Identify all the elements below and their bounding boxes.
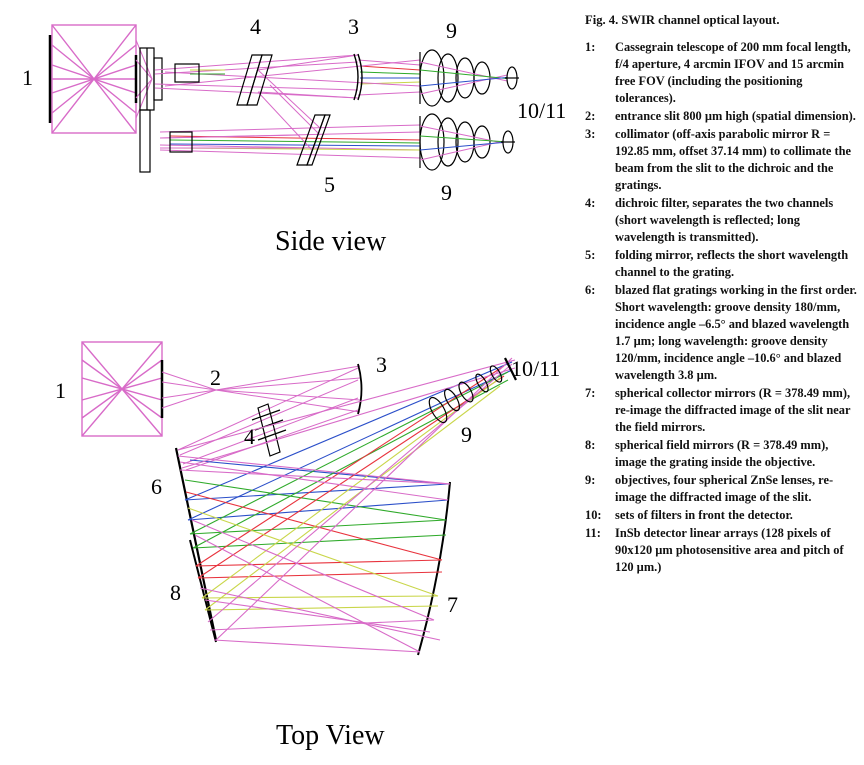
side-objective-lower: [419, 113, 491, 171]
side-telescope: [48, 24, 138, 134]
optical-layout-diagram: 1 4 3 9 10/11 5 9 Side view: [22, 14, 566, 751]
top-dichroic: [251, 403, 287, 457]
caption-item-text: blazed flat gratings working in the firs…: [615, 283, 857, 382]
side-folding-mirror: [296, 114, 331, 166]
side-label-5: 5: [324, 172, 335, 197]
top-label-4: 4: [244, 424, 255, 449]
top-field-mirror: [189, 539, 217, 643]
top-label-9: 9: [461, 422, 472, 447]
caption-item: 4: dichroic filter, separates the two cha…: [585, 195, 857, 246]
caption-item: 9: objectives, four spherical ZnSe lenses…: [585, 472, 857, 506]
caption-item: 11: InSb detector linear arrays (128 pixe…: [585, 525, 857, 576]
caption-item: 5: folding mirror, reflects the short wav…: [585, 247, 857, 281]
caption-list: 1: Cassegrain telescope of 200 mm focal l…: [585, 39, 857, 576]
caption-item: 2: entrance slit 800 µm high (spatial dim…: [585, 108, 857, 125]
top-label-3: 3: [376, 352, 387, 377]
top-detector: [504, 357, 517, 381]
caption-item-text: collimator (off-axis parabolic mirror R …: [615, 127, 852, 192]
top-view: 1 2 3 4 10/11 9 6 8 7 Top View: [55, 341, 560, 751]
caption-item: 10: sets of filters in front the detector…: [585, 507, 857, 524]
caption-item-number: 7:: [585, 386, 596, 400]
top-label-1: 1: [55, 378, 66, 403]
caption-item-text: sets of filters in front the detector.: [615, 508, 793, 522]
side-upper-rays: [154, 54, 421, 99]
caption-title: Fig. 4. SWIR channel optical layout.: [585, 13, 780, 27]
figure-caption: Fig. 4. SWIR channel optical layout. 1: C…: [585, 12, 857, 577]
caption-item-number: 6:: [585, 283, 596, 297]
caption-item-number: 3:: [585, 127, 596, 141]
top-collector-mirror: [417, 481, 451, 656]
side-detector-lower: [501, 130, 515, 154]
caption-item-number: 1:: [585, 40, 596, 54]
caption-item-text: Cassegrain telescope of 200 mm focal len…: [615, 40, 851, 105]
caption-item-number: 11:: [585, 526, 601, 540]
side-telescope-rays: [135, 39, 153, 119]
side-label-3: 3: [348, 14, 359, 39]
top-view-title: Top View: [276, 720, 385, 751]
caption-item-text: InSb detector linear arrays (128 pixels …: [615, 526, 844, 574]
side-lower-block: [139, 63, 200, 173]
caption-item-text: spherical collector mirrors (R = 378.49 …: [615, 386, 851, 434]
caption-item-text: spherical field mirrors (R = 378.49 mm),…: [615, 438, 829, 469]
caption-item-number: 2:: [585, 109, 596, 123]
top-collimated-rays: [177, 367, 359, 471]
side-view: 1 4 3 9 10/11 5 9 Side view: [22, 14, 566, 257]
top-label-10-11: 10/11: [511, 356, 560, 381]
top-telescope: [81, 341, 164, 437]
side-view-title: Side view: [275, 226, 387, 257]
caption-item-text: folding mirror, reflects the short wavel…: [615, 248, 849, 279]
side-dichroic: [236, 54, 273, 106]
top-label-2: 2: [210, 365, 221, 390]
caption-item-number: 8:: [585, 438, 596, 452]
top-input-rays: [161, 365, 361, 413]
top-label-8: 8: [170, 580, 181, 605]
caption-item: 6: blazed flat gratings working in the fi…: [585, 282, 857, 384]
caption-item: 1: Cassegrain telescope of 200 mm focal l…: [585, 39, 857, 107]
top-objective: [428, 365, 503, 424]
caption-item: 7: spherical collector mirrors (R = 378.4…: [585, 385, 857, 436]
side-label-4: 4: [250, 14, 261, 39]
caption-item-number: 9:: [585, 473, 596, 487]
side-objective-upper-rays: [419, 61, 513, 95]
side-label-1: 1: [22, 65, 33, 90]
top-label-7: 7: [447, 592, 458, 617]
top-collimator: [357, 363, 363, 415]
caption-item-text: objectives, four spherical ZnSe lenses, …: [615, 473, 834, 504]
caption-item-number: 4:: [585, 196, 596, 210]
caption-item: 3: collimator (off-axis parabolic mirror …: [585, 126, 857, 194]
top-grating: [174, 447, 218, 641]
side-detector-upper: [505, 66, 519, 90]
side-label-9-top: 9: [446, 18, 457, 43]
caption-item-text: entrance slit 800 µm high (spatial dimen…: [615, 109, 856, 123]
side-objective-lower-rays: [419, 125, 509, 161]
caption-item-number: 5:: [585, 248, 596, 262]
caption-item-text: dichroic filter, separates the two chann…: [615, 196, 834, 244]
side-lower-rays: [159, 69, 421, 159]
side-collimator: [353, 53, 363, 101]
side-objective-upper: [419, 49, 491, 107]
top-label-6: 6: [151, 474, 162, 499]
caption-item-number: 10:: [585, 508, 602, 522]
side-label-9-bottom: 9: [441, 180, 452, 205]
side-label-10-11: 10/11: [517, 98, 566, 123]
caption-item: 8: spherical field mirrors (R = 378.49 mm…: [585, 437, 857, 471]
